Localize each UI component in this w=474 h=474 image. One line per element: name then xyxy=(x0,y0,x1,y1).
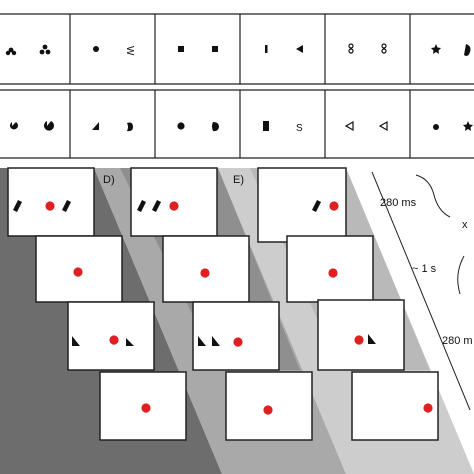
parallelogram-icon xyxy=(62,200,71,212)
fixation-dot xyxy=(354,335,364,345)
bar-icon xyxy=(265,45,268,53)
s-glyph-icon: S xyxy=(296,123,303,134)
notched-blob-icon xyxy=(212,122,219,132)
parallelogram-icon xyxy=(13,200,22,212)
frame-fixation xyxy=(286,235,374,303)
fixation-dot xyxy=(73,267,83,277)
parallelogram-icon xyxy=(152,200,161,212)
fixation-dot xyxy=(328,268,338,278)
bar-icon xyxy=(263,121,269,131)
frame-cue xyxy=(7,167,95,237)
brace-icon xyxy=(457,255,465,295)
trial-sequence: D) E) xyxy=(0,167,474,474)
frame-response xyxy=(225,371,313,441)
square-icon xyxy=(178,46,184,52)
l-shape-icon xyxy=(212,336,220,346)
three-dot-cluster-icon xyxy=(39,44,51,55)
dot-icon xyxy=(433,124,439,130)
shape-grid: W xyxy=(0,13,474,159)
fixation-dot xyxy=(109,335,119,345)
timing-annotations: 280 ms x ~ 1 s 280 m xyxy=(371,171,473,411)
fixation-dot xyxy=(141,403,151,413)
l-shape-icon xyxy=(126,338,134,346)
square-icon xyxy=(212,46,218,52)
frame-target xyxy=(67,301,155,371)
timing-t3: 280 m xyxy=(442,335,473,347)
triangle-outline-icon xyxy=(344,120,354,132)
timing-t1: 280 ms xyxy=(380,197,417,209)
w-glyph-icon: W xyxy=(124,46,135,56)
brace-icon xyxy=(415,174,451,218)
grid-row-2: S xyxy=(0,89,474,159)
timeline-axis xyxy=(371,171,471,411)
blob-icon xyxy=(464,44,471,56)
pacman-icon xyxy=(9,122,18,130)
panel-d: D) xyxy=(103,167,313,441)
frame-target xyxy=(317,299,405,371)
frame-response xyxy=(351,371,439,441)
ring8-icon xyxy=(348,43,354,54)
panel-e-label: E) xyxy=(233,174,244,186)
frame-target xyxy=(192,301,280,371)
pacman-icon xyxy=(44,121,54,131)
parallelogram-icon xyxy=(137,200,146,212)
fixation-dot xyxy=(200,268,210,278)
fixation-dot xyxy=(169,201,179,211)
star-icon xyxy=(463,121,473,131)
panel-c xyxy=(7,167,187,441)
dot-icon xyxy=(177,122,185,130)
fixation-dot xyxy=(263,405,273,415)
fixation-dot xyxy=(233,337,243,347)
parallelogram-icon xyxy=(312,200,321,212)
notched-blob-icon xyxy=(127,122,133,132)
timing-x: x xyxy=(462,219,468,231)
l-shape-icon xyxy=(72,336,80,346)
triangle-icon xyxy=(92,122,99,130)
l-shape-icon xyxy=(368,334,376,344)
panel-d-label: D) xyxy=(103,174,115,186)
l-shape-icon xyxy=(198,336,206,346)
ring8-icon xyxy=(381,43,387,54)
three-dot-cluster-icon xyxy=(5,47,17,56)
star-icon xyxy=(431,44,441,54)
timing-t2: ~ 1 s xyxy=(412,263,437,275)
dot-icon xyxy=(93,46,99,52)
triangle-left-icon xyxy=(296,45,303,53)
fixation-dot xyxy=(423,403,433,413)
grid-row-1: W xyxy=(0,13,474,85)
fixation-dot xyxy=(329,201,339,211)
panel-e: E) xyxy=(233,167,439,441)
fixation-dot xyxy=(45,201,55,211)
triangle-outline-icon xyxy=(378,120,388,132)
